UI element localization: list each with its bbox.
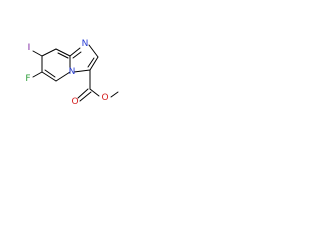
bond-c5-c6-inner [44, 69, 56, 78]
bond-c2-c3-inner [87, 57, 95, 68]
bond-carbonyl-to-ester-oxygen [89, 88, 100, 97]
bond-c7-c7a-inner [57, 52, 69, 59]
bond-c3-n4 [73, 69, 91, 73]
bond-carbonyl-double-inner [79, 91, 92, 102]
atom-label-ester-oxygen: O [101, 93, 108, 103]
atom-label-carbonyl-oxygen: O [71, 97, 78, 107]
bond-carbonyl-double [77, 88, 89, 99]
bond-c7a-n1-inner [72, 51, 82, 59]
bond-c5-c6 [41, 71, 57, 82]
atom-label-iodine: I [28, 43, 31, 53]
bond-ester-oxygen-methyl [110, 91, 119, 98]
bond-n1-c2 [88, 44, 99, 58]
bond-c6-fluorine [32, 71, 43, 78]
bond-c7a-n1 [69, 47, 81, 57]
chemical-structure: I F N N O O [25, 39, 119, 107]
atom-label-bridgehead-nitrogen: N [69, 67, 76, 77]
bond-n4-c5 [55, 71, 71, 82]
atom-label-fluorine: F [25, 74, 30, 84]
bond-c2-c3 [89, 56, 99, 71]
bond-c8-iodine [32, 50, 43, 57]
bond-c7-c7a [55, 48, 71, 57]
atom-labels: I F N N O O [25, 39, 108, 107]
bonds [32, 44, 119, 102]
atom-label-imidazole-nitrogen: N [82, 39, 89, 49]
bond-c7-c8 [41, 48, 57, 57]
